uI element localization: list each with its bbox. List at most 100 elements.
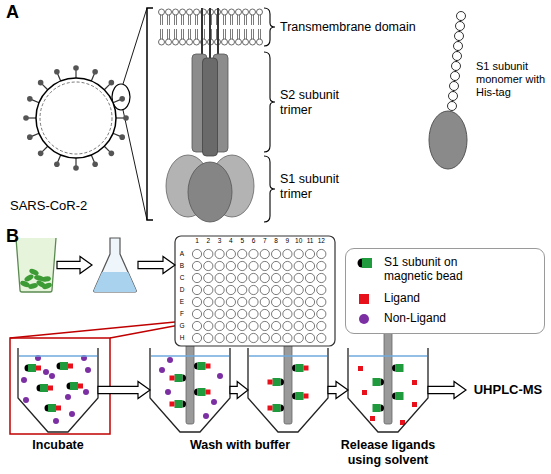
plate-part [272,297,281,306]
tube-part [18,348,98,432]
virus-part [38,151,44,157]
non-ligand-dot [85,367,91,373]
plate-part [283,309,292,318]
plate-part [272,321,281,330]
plate-part [260,261,269,270]
legend-label: Ligand [384,291,504,305]
plate-part [317,321,326,330]
tube-outline [150,348,230,432]
spike-stalks [201,8,203,58]
plate-part [204,249,213,258]
node-label: SARS-CoR-2 [10,198,130,214]
bead-complex [37,384,54,392]
magnet-rod [384,330,392,424]
plate-part [192,309,201,318]
legend-box: S1 subunit on magnetic beadLigandNon-Lig… [345,248,545,334]
sample-tube [248,348,328,432]
beaker-part [23,273,34,283]
plate-part [294,261,303,270]
plate-part [294,273,303,282]
sample-tube: Release ligands using solvent [348,348,428,432]
his-tag [453,52,462,61]
plate-part [317,309,326,318]
virus-part [92,69,98,75]
well-index: F [177,310,187,318]
virus-part [119,96,125,102]
part-label: S1 subunit trimer [280,172,352,202]
plate-part [204,273,213,282]
virus-part [75,158,76,166]
virus-part [91,155,94,162]
virus-part [27,134,33,140]
well-index: 3 [215,237,225,245]
bead-complex [392,392,404,400]
legend-swatch [354,292,378,306]
beaker-outline [15,238,57,292]
his-tag [448,102,457,111]
plate-part [192,321,201,330]
flask-outline [92,238,138,292]
spike-bracket [147,8,153,220]
well-index: 4 [226,237,236,245]
plate-part [215,321,224,330]
plate-part [272,333,281,342]
plate-part [238,261,247,270]
plate-part [305,297,314,306]
plate-part [305,273,314,282]
legend-entry: Non-Ligand [354,311,538,341]
sample-tube: Wash with buffer [150,348,230,432]
plate-part [226,297,235,306]
label-brace [264,52,275,152]
plate-part [294,321,303,330]
virus-part [113,100,120,103]
plate-part [215,249,224,258]
part-label: Transmembrane domain [280,20,420,35]
node-label: S1 subunit monomer with His-tag [476,60,550,100]
tube-part [150,348,230,432]
plate-part [192,297,201,306]
oval-outline [428,110,468,170]
node-label: Release ligands using solvent [333,438,443,468]
his-tag [455,32,464,41]
virus-part [113,133,120,136]
legend-swatch [354,256,378,270]
tube-part [349,355,427,357]
plate-part [215,309,224,318]
plate-part [238,273,247,282]
bead-complex [170,400,187,408]
process-arrow [98,382,150,399]
non-ligand-dot [43,369,49,375]
bead-complex [25,364,42,372]
instrument-step: UHPLC-MS [466,380,550,400]
plate-part [283,333,292,342]
beaker-part [28,268,39,277]
legend-swatch [354,312,378,326]
well-index: H [177,334,187,342]
bead-complex [57,362,74,370]
s2-trimer [203,58,218,156]
panel-letter: B [6,226,30,248]
virus-part [40,82,112,154]
his-tag [457,12,466,21]
label-brace [264,8,275,46]
s1-trimer [188,162,232,222]
virus-callout [112,8,147,220]
plate-part [249,333,258,342]
virus-part [38,80,44,86]
bead-complex [373,378,385,386]
virus-part [73,165,79,171]
virus-part [27,96,33,102]
free-ligand [358,366,417,425]
node-label: Incubate [8,438,108,453]
plate-part [215,285,224,294]
well-index: A [177,250,187,258]
plate-part [249,297,258,306]
process-arrow [138,257,175,274]
plate-part [249,285,258,294]
tube-part [248,348,328,432]
plate-part [283,285,292,294]
non-ligand-dot [211,399,217,405]
plate-part [260,321,269,330]
